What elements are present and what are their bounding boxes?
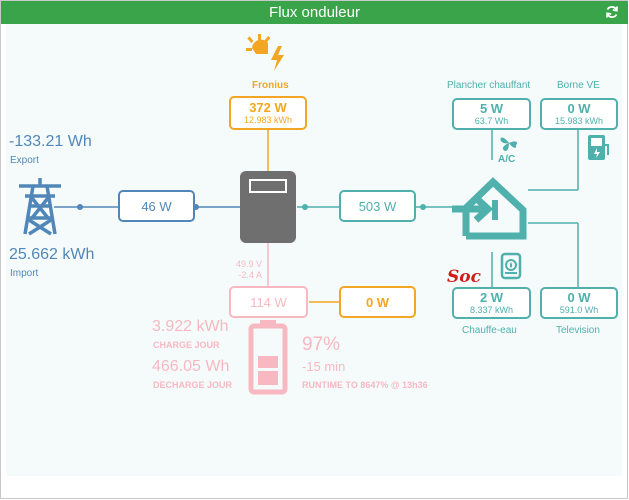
solar-name: Fronius xyxy=(252,80,289,91)
export-label: Export xyxy=(10,155,39,166)
grid-flow-box[interactable]: 46 W xyxy=(118,190,195,222)
floor-heating-energy: 63.7 Wh xyxy=(474,116,509,126)
battery-flow-box[interactable]: 114 W xyxy=(229,286,308,318)
refresh-icon[interactable] xyxy=(605,5,619,19)
battery-runtime: -15 min xyxy=(302,359,346,374)
water-boiler-icon xyxy=(500,252,522,282)
ev-charger-power: 0 W xyxy=(567,101,591,116)
card-header xyxy=(1,1,628,24)
import-value: 25.662 kWh xyxy=(9,246,95,263)
floor-heating-title: Plancher chauffant xyxy=(447,80,531,91)
battery-icon xyxy=(248,320,288,395)
charge-value: 3.922 kWh xyxy=(152,318,229,335)
battery-flow-value: 114 W xyxy=(250,295,287,310)
aux-flow-box[interactable]: 0 W xyxy=(339,286,416,318)
grid-flow-value: 46 W xyxy=(141,199,172,214)
battery-current: -2.4 A xyxy=(238,270,262,280)
tv-title: Television xyxy=(556,325,600,336)
floor-heating-power: 5 W xyxy=(479,101,504,116)
svg-text:Soc: Soc xyxy=(447,267,482,287)
solar-power: 372 W xyxy=(249,100,287,115)
card-title: Flux onduleur xyxy=(269,4,360,21)
tv-box[interactable]: 0 W 591.0 Wh xyxy=(540,287,618,319)
sun-lightning-icon xyxy=(246,34,290,72)
ev-charger-box[interactable]: 0 W 15.983 kWh xyxy=(540,98,618,130)
ev-charger-title: Borne VE xyxy=(557,80,600,91)
floor-heating-box[interactable]: 5 W 63.7 Wh xyxy=(452,98,531,130)
water-heater-power: 2 W xyxy=(479,290,504,305)
aux-flow-value: 0 W xyxy=(365,295,390,310)
home-import-icon xyxy=(452,176,528,240)
tv-power: 0 W xyxy=(567,290,591,305)
export-value: -133.21 Wh xyxy=(9,133,92,150)
runtime-label: RUNTIME TO 8647% @ 13h36 xyxy=(302,380,428,390)
tv-energy: 591.0 Wh xyxy=(559,305,599,315)
home-flow-value: 503 W xyxy=(358,199,397,214)
soc-annotation: Soc xyxy=(447,264,482,287)
battery-soc: 97% xyxy=(302,334,341,355)
water-heater-title: Chauffe-eau xyxy=(462,325,517,336)
import-label: Import xyxy=(10,268,39,279)
ev-station-icon xyxy=(586,133,610,163)
discharge-label: DECHARGE JOUR xyxy=(153,380,233,390)
solar-energy: 12.983 kWh xyxy=(243,115,293,125)
inverter-icon xyxy=(240,171,296,243)
home-flow-box[interactable]: 503 W xyxy=(339,190,416,222)
water-heater-box[interactable]: 2 W 8.337 kWh xyxy=(452,287,531,319)
water-heater-energy: 8.337 kWh xyxy=(469,305,514,315)
svg-text:A/C: A/C xyxy=(498,154,515,165)
ev-charger-energy: 15.983 kWh xyxy=(554,116,604,126)
battery-voltage: 49.9 V xyxy=(235,259,262,269)
charge-label: CHARGE JOUR xyxy=(153,340,220,350)
solar-box[interactable]: 372 W 12.983 kWh xyxy=(229,96,307,130)
air-conditioner-icon: A/C xyxy=(495,133,523,165)
discharge-value: 466.05 Wh xyxy=(152,358,230,375)
power-pylon-icon xyxy=(15,176,65,238)
